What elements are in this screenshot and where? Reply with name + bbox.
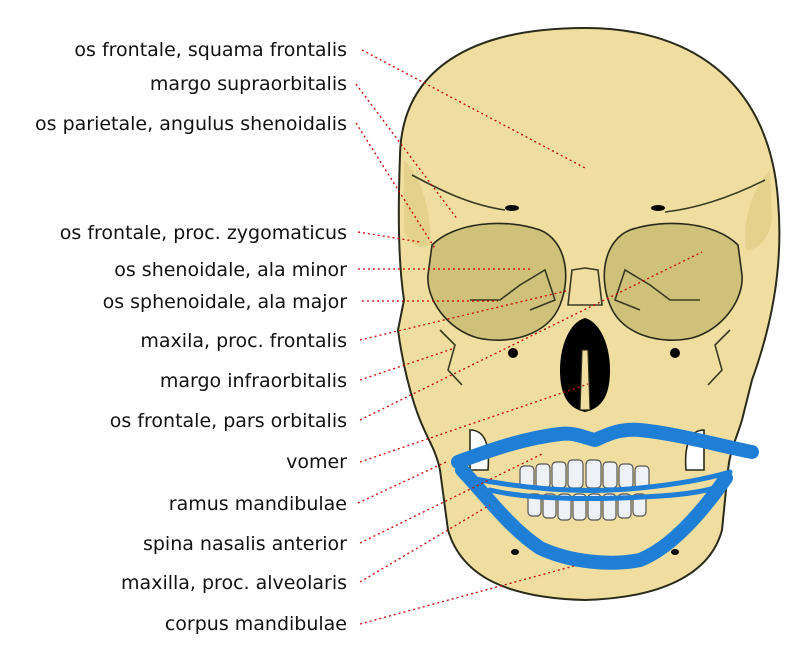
infraorbital-foramen-left — [508, 348, 518, 358]
leader-line-7 — [359, 289, 571, 341]
label-os-shenoidale-ala-minor: os shenoidale, ala minor — [114, 259, 347, 281]
label-maxila-proc-frontalis: maxila, proc. frontalis — [140, 330, 347, 352]
mental-foramen-right — [671, 549, 679, 555]
label-os-sphenoidale-ala-major: os sphenoidale, ala major — [103, 291, 348, 313]
leader-line-13 — [359, 504, 491, 583]
temple-shade-right — [745, 170, 772, 250]
leader-line-9 — [359, 251, 703, 421]
leader-line-4 — [357, 231, 421, 243]
tooth-upper-8 — [634, 465, 650, 489]
label-os-parietale-angulus: os parietale, angulus shenoidalis — [35, 113, 347, 135]
label-os-frontale-proc-zygomaticus: os frontale, proc. zygomaticus — [60, 222, 347, 244]
label-margo-supraorbitalis: margo supraorbitalis — [150, 73, 347, 95]
mental-foramen-left — [511, 549, 519, 555]
orbit-fissure-left — [470, 268, 556, 311]
label-os-frontale-squama: os frontale, squama frontalis — [74, 39, 347, 61]
orbit-right — [603, 222, 743, 341]
leader-line-8 — [359, 347, 456, 381]
lip-upper-middle-stroke — [487, 483, 723, 501]
label-spina-nasalis-anterior: spina nasalis anterior — [143, 533, 347, 555]
nasal-bones — [567, 267, 603, 306]
label-ramus-mandibulae: ramus mandibulae — [169, 493, 347, 515]
leader-line-11 — [357, 461, 447, 504]
label-margo-infraorbitalis: margo infraorbitalis — [160, 370, 347, 392]
leader-line-12 — [359, 453, 543, 544]
zygomatic-suture-right — [707, 329, 731, 386]
leader-line-1 — [361, 49, 586, 169]
infraorbital-foramen-right — [670, 348, 680, 358]
orbit-left — [427, 222, 567, 341]
tooth-upper-3 — [551, 461, 567, 489]
label-os-frontale-pars-orbitalis: os frontale, pars orbitalis — [110, 410, 347, 432]
leader-line-10 — [359, 383, 589, 463]
tooth-upper-5 — [585, 459, 602, 489]
coronal-suture — [411, 174, 766, 213]
skull-illustration — [396, 26, 781, 602]
tooth-upper-2 — [535, 463, 551, 489]
supraorbital-foramen-right — [651, 205, 665, 211]
leader-lines — [355, 49, 703, 625]
tooth-upper-6 — [602, 461, 618, 489]
label-corpus-mandibulae: corpus mandibulae — [165, 613, 347, 635]
tooth-lower-1 — [527, 493, 542, 517]
lower-lip-stroke — [455, 463, 733, 570]
temple-shade-left — [404, 160, 431, 247]
orbit-fissure-right — [614, 268, 700, 311]
supraorbital-foramen-left — [505, 205, 519, 211]
lip-drawing — [451, 422, 759, 570]
leader-line-3 — [355, 122, 437, 251]
zygomatic-suture-left — [439, 329, 463, 386]
leader-line-14 — [359, 565, 575, 625]
vomer-septum — [579, 349, 591, 411]
leader-line-2 — [355, 83, 459, 221]
label-vomer: vomer — [286, 451, 347, 473]
tooth-upper-4 — [567, 459, 584, 489]
upper-lip-stroke — [451, 422, 759, 469]
labels: os frontale, squama frontalis margo supr… — [35, 39, 347, 635]
lip-middle-stroke — [467, 469, 733, 493]
tooth-upper-7 — [618, 463, 634, 489]
label-maxilla-proc-alveolaris: maxilla, proc. alveolaris — [121, 572, 347, 594]
